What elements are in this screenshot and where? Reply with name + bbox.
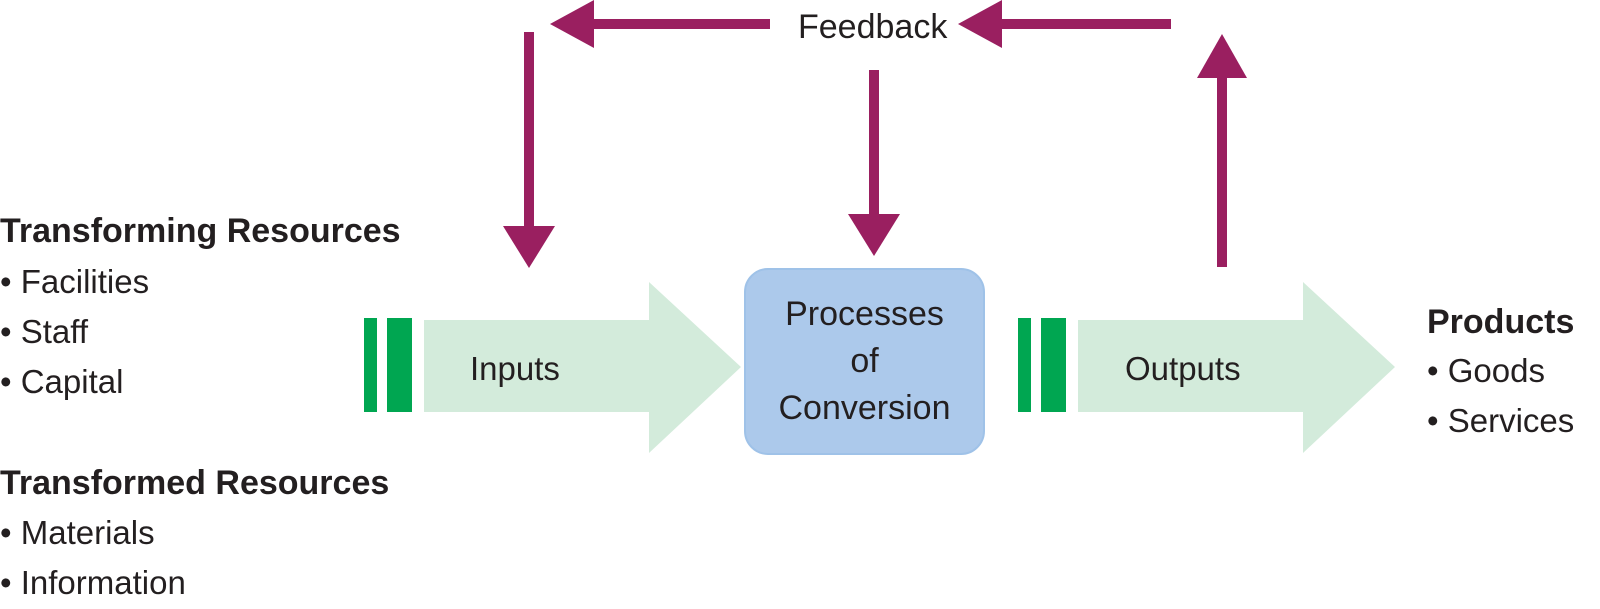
transformed-resources-heading: Transformed Resources [0, 464, 390, 502]
outputs-marker-bar [1018, 318, 1031, 412]
transforming-resources-heading: Transforming Resources [0, 212, 401, 250]
feedback-to-inputs-arrow [503, 32, 555, 268]
outputs-arrow [1078, 282, 1395, 453]
feedback-right-arrow [958, 0, 1171, 48]
process-box: Processes of Conversion [744, 268, 985, 455]
inputs-flow [364, 282, 741, 453]
transformed-resource-item: • Information [0, 564, 186, 601]
transformed-resource-item: • Materials [0, 514, 155, 551]
feedback-arrows [503, 0, 1247, 268]
transforming-resource-item: • Capital [0, 363, 124, 400]
inputs-marker-bar [364, 318, 377, 412]
inputs-label: Inputs [470, 350, 560, 387]
inputs-marker-bar [387, 318, 412, 412]
feedback-to-process-arrow [848, 70, 900, 256]
outputs-flow [1018, 282, 1395, 453]
outputs-to-feedback-arrow [1197, 34, 1247, 267]
outputs-marker-bar [1041, 318, 1066, 412]
inputs-arrow [424, 282, 741, 453]
feedback-left-arrow [550, 0, 770, 48]
feedback-label: Feedback [798, 8, 948, 46]
outputs-label: Outputs [1125, 350, 1241, 387]
products-heading: Products [1427, 303, 1575, 341]
transforming-resource-item: • Facilities [0, 263, 150, 300]
process-label: Processes of Conversion [778, 295, 951, 427]
product-item: • Services [1427, 402, 1575, 439]
product-item: • Goods [1427, 352, 1545, 389]
transforming-resource-item: • Staff [0, 313, 88, 350]
